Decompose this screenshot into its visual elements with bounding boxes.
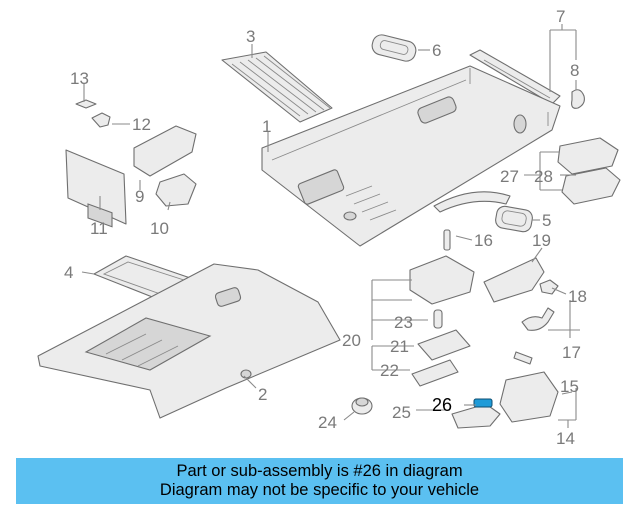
lamp-lens-21 (417, 329, 471, 361)
callout-22: 22 (380, 361, 399, 380)
info-banner: Part or sub-assembly is #26 in diagram D… (16, 458, 623, 504)
callout-26: 26 (432, 395, 452, 415)
headliner-lower (37, 263, 341, 419)
callout-4: 4 (64, 263, 73, 282)
callout-9: 9 (135, 187, 144, 206)
knob-24 (351, 397, 373, 415)
lamp-lens (371, 34, 417, 62)
callout-11: 11 (90, 219, 108, 238)
callout-16: 16 (474, 231, 493, 250)
part-26-switch[interactable] (473, 398, 493, 408)
callout-numbers: 3 1 6 7 8 13 12 9 11 10 4 2 16 5 27 28 1… (64, 7, 587, 448)
callout-3: 3 (246, 27, 255, 46)
callout-18: 18 (568, 287, 587, 306)
leader-lines (81, 24, 580, 428)
harness-17 (521, 307, 555, 331)
callout-1: 1 (262, 117, 271, 136)
switch-housing-25 (451, 403, 501, 429)
callout-13: 13 (70, 69, 89, 88)
callout-27: 27 (500, 167, 519, 186)
sun-visor (65, 149, 127, 228)
switch-18 (539, 279, 559, 295)
visor-bracket (133, 125, 197, 177)
clip-12 (91, 112, 111, 128)
map-lamp-housing (409, 255, 475, 305)
rear-console (499, 371, 559, 423)
callout-25: 25 (392, 403, 411, 422)
callout-17: 17 (562, 343, 581, 362)
bulb-23 (433, 309, 443, 329)
parts-diagram: 3 1 6 7 8 13 12 9 11 10 4 2 16 5 27 28 1… (37, 7, 621, 448)
grab-handle (433, 191, 511, 251)
callout-19: 19 (532, 231, 551, 250)
lens-strip-22 (411, 359, 459, 387)
callout-24: 24 (318, 413, 337, 432)
callout-10: 10 (150, 219, 169, 238)
clip-13 (75, 99, 97, 109)
callout-21: 21 (390, 337, 409, 356)
callout-5: 5 (542, 211, 551, 230)
banner-line-1: Part or sub-assembly is #26 in diagram (176, 462, 463, 480)
lamp-bezel (495, 205, 533, 233)
callout-20: 20 (342, 331, 361, 350)
callout-28: 28 (534, 167, 553, 186)
callout-23: 23 (394, 313, 413, 332)
banner-line-2: Diagram may not be specific to your vehi… (159, 481, 480, 499)
callout-15: 15 (560, 377, 579, 396)
callout-6: 6 (432, 41, 441, 60)
insulation-pad (221, 51, 333, 123)
callout-7: 7 (556, 7, 565, 26)
overhead-console (557, 137, 621, 205)
headliner-upper (261, 65, 561, 247)
clip-8 (571, 89, 585, 109)
callout-12: 12 (132, 115, 151, 134)
callout-2: 2 (258, 385, 267, 404)
console-frame (483, 257, 545, 303)
rear-trim-strip (469, 49, 561, 105)
callout-14: 14 (556, 429, 575, 448)
bulb-15 (513, 351, 533, 365)
visor-holder (155, 173, 197, 207)
callout-8: 8 (570, 61, 579, 80)
